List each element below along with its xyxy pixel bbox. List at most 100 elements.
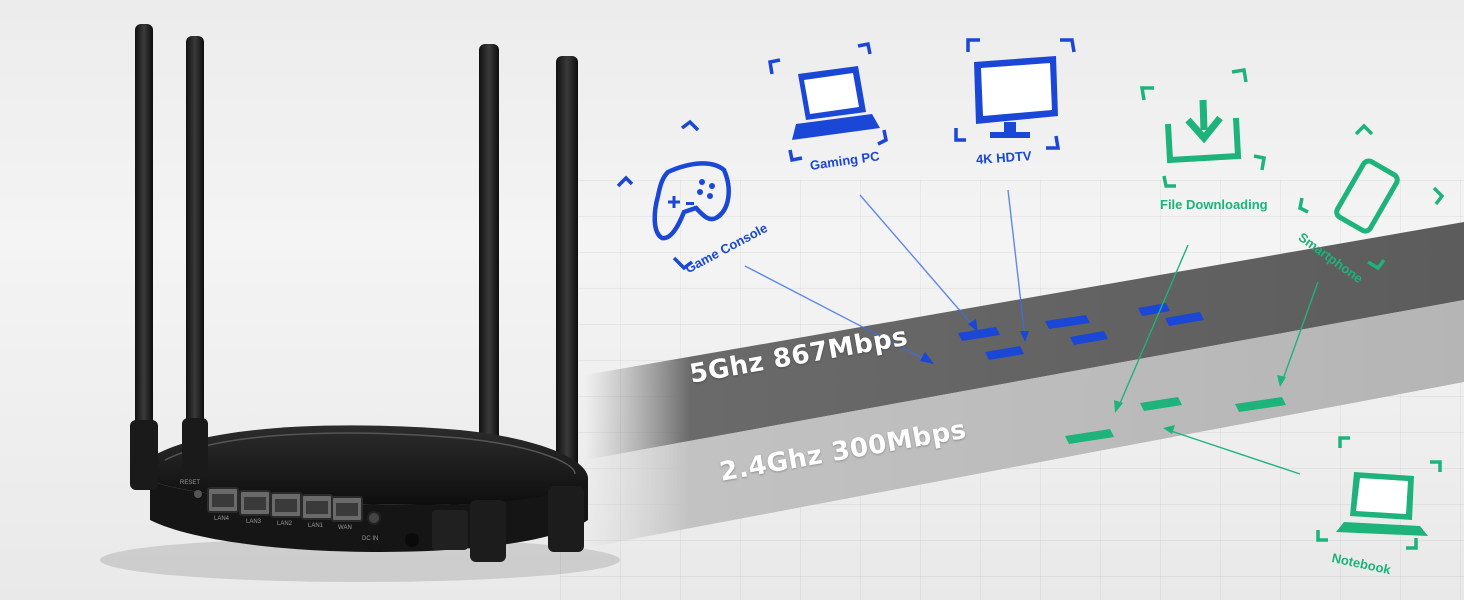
notebook-base (1336, 522, 1428, 536)
dc-in-label: DC IN (362, 536, 378, 542)
game-console-icon (616, 119, 731, 271)
arrow-head (1185, 115, 1223, 144)
bracket (767, 58, 781, 75)
laptop-icon (767, 41, 888, 163)
arrow-shaft (1199, 99, 1208, 131)
tv-stand (1004, 122, 1016, 132)
laptop-screen-inner (804, 73, 859, 114)
blue-arrowheads (920, 319, 1029, 364)
bracket (672, 256, 694, 271)
antenna (135, 24, 153, 436)
dash (1070, 331, 1108, 345)
connector-file-downloading (1117, 244, 1189, 409)
blue-dashes (958, 303, 1204, 360)
dc-in-jack (367, 511, 381, 525)
controller-buttons (686, 179, 715, 205)
bracket (954, 128, 966, 142)
bracket (1139, 86, 1154, 101)
tray (1165, 117, 1242, 164)
green-connectors (1117, 244, 1319, 475)
port-inner (275, 499, 297, 512)
arrowhead (1277, 375, 1286, 387)
port-labels: LAN4 LAN3 LAN2 LAN1 WAN RESET DC IN (180, 480, 378, 542)
antenna-hinge (182, 418, 208, 478)
corner-brackets (616, 119, 700, 271)
antenna (479, 44, 499, 514)
dash (985, 346, 1024, 360)
bracket (857, 41, 872, 55)
bracket (1231, 67, 1248, 83)
bracket (1430, 460, 1442, 472)
antenna-hinge (130, 420, 158, 490)
router-illustration: LAN4 LAN3 LAN2 LAN1 WAN RESET DC IN (100, 24, 620, 582)
blue-connectors (744, 189, 1026, 363)
tv-screen-inner (981, 63, 1052, 116)
bracket (1367, 258, 1386, 271)
bracket (680, 119, 700, 132)
dash (1165, 312, 1204, 326)
dash (1140, 397, 1182, 411)
arrowhead (920, 352, 934, 364)
connector-notebook (1167, 429, 1301, 475)
tv-icon (954, 38, 1076, 150)
controller-button (709, 183, 715, 189)
bracket (1338, 436, 1350, 448)
bracket (966, 38, 980, 52)
band-24ghz (585, 300, 1464, 548)
power-button (405, 533, 419, 547)
dash (1065, 429, 1114, 444)
bracket (616, 175, 634, 188)
port-inner (306, 501, 328, 514)
antenna-hinge (470, 500, 506, 562)
controller-select (686, 202, 694, 205)
antenna-hinge (432, 510, 468, 550)
bracket (877, 129, 888, 146)
notebook-shape (1336, 472, 1428, 536)
controller-body (652, 161, 731, 241)
controller-button (699, 179, 705, 185)
connector-gaming-pc (859, 194, 976, 329)
port-label: LAN4 (214, 516, 230, 522)
bracket (788, 149, 803, 163)
connector-hdtv (1007, 189, 1026, 339)
dash (1045, 315, 1090, 329)
antenna-hinge (548, 486, 584, 552)
bracket (1354, 123, 1374, 136)
laptop-shape (792, 66, 880, 140)
bracket (1162, 175, 1176, 188)
bracket (1316, 530, 1328, 542)
port-inner (212, 494, 234, 507)
port-label: LAN1 (308, 523, 324, 529)
notebook-screen-inner (1356, 478, 1408, 514)
port-label: LAN3 (246, 519, 262, 525)
port-inner (336, 503, 358, 516)
bracket (1406, 538, 1418, 550)
port-inner-shading (212, 494, 358, 516)
green-dashes (1065, 397, 1286, 444)
tv-shape (974, 56, 1058, 138)
bracket (1060, 38, 1076, 53)
arrowhead (1114, 400, 1123, 413)
arrowhead (968, 319, 978, 332)
connector-smartphone (1281, 281, 1319, 383)
port-inner (244, 497, 266, 510)
router-top (150, 425, 589, 505)
controller-button (697, 189, 703, 195)
bracket (1046, 135, 1061, 150)
band-5ghz (585, 222, 1464, 460)
tv-base (990, 132, 1030, 138)
bracket (1253, 154, 1267, 171)
smartphone-icon (1298, 123, 1445, 271)
dash (958, 327, 1000, 341)
arrowhead (1163, 425, 1175, 434)
bracket (1298, 197, 1309, 214)
port-label: WAN (338, 525, 352, 531)
port-label: LAN2 (277, 521, 293, 527)
phone-body (1334, 158, 1400, 234)
file-downloading-label: File Downloading (1160, 197, 1268, 212)
download-icon (1139, 67, 1267, 188)
reset-label: RESET (180, 480, 200, 486)
